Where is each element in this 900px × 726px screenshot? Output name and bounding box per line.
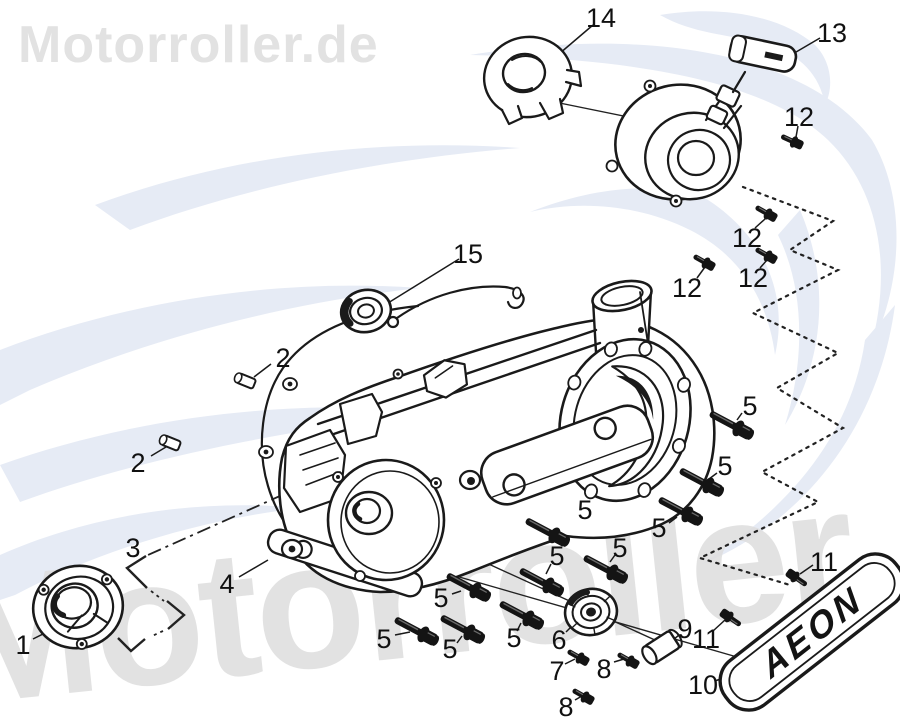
callout-11: 11 [810, 547, 838, 577]
callout-15: 15 [453, 239, 483, 269]
callout-4: 4 [219, 569, 234, 599]
callout-8: 8 [558, 692, 573, 722]
callout-5: 5 [651, 513, 666, 543]
centerline-chevron-2 [166, 600, 186, 630]
screw-12 [690, 250, 718, 274]
callout-6: 6 [551, 625, 566, 655]
callout-3: 3 [125, 533, 140, 563]
callout-5: 5 [717, 451, 732, 481]
centerline-chevron-3 [117, 637, 146, 653]
bearing-6-drawing [563, 587, 619, 637]
callout-12: 12 [738, 263, 768, 293]
recoil-starter-drawing [605, 34, 798, 208]
callout-7: 7 [549, 656, 564, 686]
watermark-top-text: Motorroller.de [18, 16, 379, 74]
centerline-chevron-1 [125, 554, 148, 589]
callout-5: 5 [376, 624, 391, 654]
callout-5: 5 [506, 623, 521, 653]
callout-5: 5 [612, 533, 627, 563]
callout-5: 5 [742, 391, 757, 421]
starter-handle [728, 34, 798, 73]
crankcase-cover-drawing [266, 279, 716, 598]
callout-12: 12 [732, 223, 762, 253]
callout-14: 14 [586, 3, 616, 33]
screw-12 [752, 201, 780, 225]
callout-2: 2 [275, 343, 290, 373]
cover-dome [326, 458, 446, 582]
zigzag-assembly-line [696, 185, 846, 587]
spacer-collar-drawing [641, 628, 683, 666]
callout-5: 5 [433, 583, 448, 613]
dowel-pin-2 [232, 370, 258, 391]
screw-8 [569, 684, 597, 708]
callout-5: 5 [442, 634, 457, 664]
callout-13: 13 [817, 18, 847, 48]
callout-12: 12 [784, 102, 814, 132]
screw-12 [778, 130, 806, 153]
callout-8: 8 [596, 654, 611, 684]
callout-5: 5 [577, 495, 592, 525]
callout-1: 1 [15, 630, 30, 660]
end-cap-drawing [31, 564, 125, 650]
callout-12: 12 [672, 273, 702, 303]
callout-labels: 1 2 2 3 4 5 5 5 5 5 5 5 5 5 5 6 7 8 8 9 … [15, 3, 847, 722]
breather-cable [386, 285, 525, 329]
callout-5: 5 [549, 541, 564, 571]
callout-10: 10 [688, 670, 718, 700]
fan-cup-drawing [482, 35, 583, 126]
bearing-15-drawing [339, 288, 393, 334]
callout-9: 9 [677, 614, 692, 644]
callout-2: 2 [130, 448, 145, 478]
callout-11: 11 [692, 624, 720, 654]
